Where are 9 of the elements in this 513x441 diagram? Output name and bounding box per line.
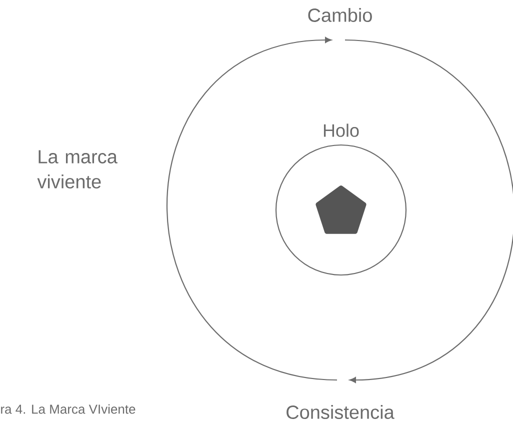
cycle-arrow — [166, 37, 338, 381]
node-label: Holo — [324, 124, 359, 137]
cycle-label: Cambio — [308, 8, 372, 22]
cycle-label: Consistencia — [286, 405, 394, 419]
cycle-arrow — [344, 39, 513, 384]
ring-node: Holo — [275, 124, 407, 276]
pentagon-shape — [316, 186, 366, 234]
figure-caption: ra 4. La Marca VIviente — [1, 404, 136, 414]
side-label: La marca viviente — [37, 150, 118, 188]
